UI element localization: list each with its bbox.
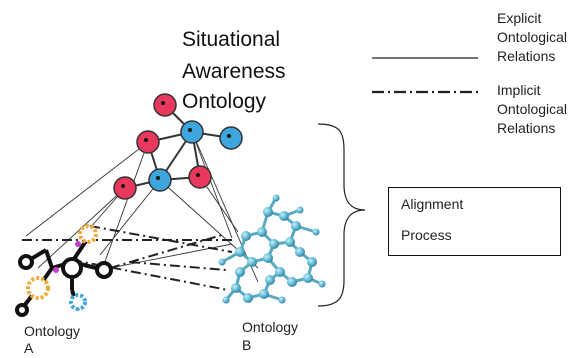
- atom: [95, 261, 113, 279]
- ontology-b-label-1: Ontology: [242, 319, 299, 335]
- alignment-line-1: Alignment: [401, 196, 464, 212]
- atom: [257, 227, 267, 237]
- atom: [263, 207, 273, 217]
- ontology-a-molecule: [15, 224, 113, 317]
- red-node: [188, 165, 212, 189]
- atom: [222, 296, 230, 304]
- atom: [307, 257, 317, 267]
- red-node: [153, 93, 177, 117]
- legend-implicit-line2: Ontological: [497, 101, 568, 117]
- atom: [285, 237, 295, 247]
- atom: [61, 257, 83, 279]
- atom: [259, 289, 269, 299]
- title-line-3: Ontology: [182, 90, 267, 113]
- red-node: [113, 176, 137, 200]
- ontology-b-molecule: [218, 194, 326, 304]
- curly-brace: [317, 123, 366, 307]
- ontology-b-label-2: B: [242, 337, 252, 353]
- atom: [295, 247, 305, 257]
- atom: [312, 228, 320, 236]
- ontology-a-label-1: Ontology: [24, 323, 81, 339]
- legend-explicit-line2: Ontological: [497, 29, 568, 45]
- atom: [15, 303, 29, 317]
- atom: [303, 273, 313, 283]
- atom: [241, 231, 251, 241]
- atom: [231, 283, 241, 293]
- atom: [218, 258, 226, 266]
- implicit-relations: [22, 225, 233, 291]
- atom: [265, 275, 275, 285]
- atom: [235, 247, 245, 257]
- atom: [78, 224, 98, 244]
- atom: [243, 293, 253, 303]
- red-node: [136, 130, 160, 154]
- atom: [279, 211, 289, 221]
- atom: [269, 239, 279, 249]
- atom: [287, 277, 297, 287]
- atom: [18, 254, 34, 270]
- atom: [272, 194, 280, 202]
- atom: [235, 267, 245, 277]
- legend-implicit-line3: Relations: [497, 120, 556, 136]
- sa-ontology-graph: [113, 93, 243, 200]
- atom: [275, 267, 285, 277]
- title-line-1: Situational: [182, 28, 281, 51]
- atom: [26, 276, 50, 300]
- atom: [247, 257, 257, 267]
- blue-node: [219, 126, 243, 150]
- legend-explicit-line1: Explicit: [497, 10, 542, 26]
- atom: [278, 296, 286, 304]
- title-line-2: Awareness: [182, 60, 286, 83]
- legend-explicit-line3: Relations: [497, 48, 556, 64]
- atom: [318, 280, 326, 288]
- alignment-line-2: Process: [401, 227, 452, 243]
- alignment-process-box: Alignment Process: [388, 187, 561, 256]
- atom: [296, 206, 304, 214]
- legend-implicit-line1: Implicit: [497, 82, 541, 98]
- blue-node: [180, 120, 204, 144]
- atom: [69, 293, 87, 311]
- blue-node: [148, 168, 172, 192]
- atom: [263, 253, 273, 263]
- ontology-a-label-2: A: [24, 340, 34, 356]
- atom: [291, 221, 301, 231]
